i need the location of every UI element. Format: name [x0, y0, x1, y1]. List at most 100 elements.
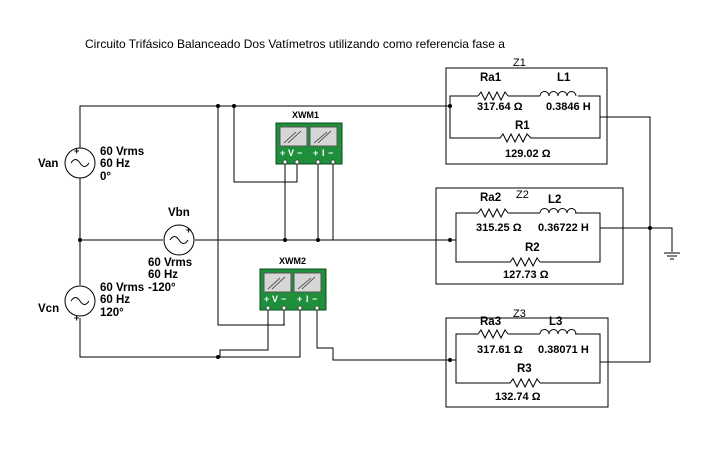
resistor-icon: [477, 207, 509, 219]
wire-star-point: [600, 116, 651, 363]
source-freq: 60 Hz: [100, 294, 130, 306]
load-zone-label: Z1: [513, 57, 526, 69]
gauge-needle-icon: [313, 130, 332, 144]
resistor-a-name: Ra3: [480, 316, 501, 328]
resistor-icon: [500, 377, 541, 389]
source-van: + Van 60 Vrms 60 Hz 0°: [38, 146, 144, 183]
wire-z3-right: [540, 333, 601, 384]
load-z1: Z1 Ra1 317.64 Ω L1 0.3846 H R1 129.02 Ω: [445, 57, 608, 165]
inductor-value: 0.36722 H: [538, 222, 589, 234]
voltmeter-screen: [279, 126, 308, 147]
gauge-needle-icon: [283, 130, 302, 144]
terminal-i-minus[interactable]: [314, 305, 320, 311]
load-box: [435, 187, 624, 285]
wire-phase-c-left: [79, 318, 218, 358]
inductor-value: 0.3846 H: [546, 101, 591, 113]
wattmeter-xwm1[interactable]: XWM1 + V − + I −: [275, 110, 343, 165]
wire-xwm2-i-plus: [218, 310, 301, 358]
terminal-v-plus[interactable]: [265, 305, 271, 311]
meter-name: XWM1: [292, 110, 319, 120]
source-plus: +: [186, 225, 191, 235]
v-plus-label: +: [280, 148, 285, 158]
resistor-a-value: 317.61 Ω: [477, 344, 523, 356]
source-vcn: + Vcn 60 Vrms 60 Hz 120°: [38, 282, 144, 323]
source-freq: 60 Hz: [100, 158, 130, 170]
terminal-i-plus[interactable]: [315, 159, 321, 165]
i-minus-label: −: [328, 148, 333, 158]
resistor-name: R3: [517, 363, 532, 375]
resistor-icon: [500, 256, 541, 268]
resistor-name: R2: [525, 242, 540, 254]
inductor-name: L3: [549, 316, 562, 328]
wire-xwm1-v-plus: [233, 106, 298, 183]
source-name: Vbn: [168, 207, 190, 219]
source-vrms: 60 Vrms: [100, 146, 144, 158]
source-freq: 60 Hz: [148, 269, 178, 281]
i-label: I: [306, 294, 309, 304]
meter-name: XWM2: [279, 256, 306, 266]
terminal-v-minus[interactable]: [282, 159, 288, 165]
resistor-icon: [477, 328, 509, 340]
inductor-icon: [539, 208, 577, 214]
ground-icon: [664, 252, 680, 260]
junction-star: [648, 226, 652, 230]
load-box: [445, 67, 608, 165]
wire-z3-bottom-left: [455, 360, 500, 384]
sine-icon: [70, 297, 90, 305]
resistor-a-value: 317.64 Ω: [477, 101, 523, 113]
source-name: Van: [38, 158, 58, 170]
gauge-needle-icon: [267, 276, 286, 290]
ammeter-screen: [309, 126, 338, 147]
junction-z1: [448, 104, 452, 108]
resistor-a-name: Ra2: [480, 192, 501, 204]
inductor-icon: [539, 329, 577, 335]
junction-a2: [232, 104, 236, 108]
load-zone-label: Z2: [516, 189, 529, 201]
wire-phase-a-top: [79, 105, 450, 148]
wire-xwm2-i-minus: [316, 310, 450, 361]
load-box: [445, 317, 609, 408]
resistor-a-value: 315.25 Ω: [476, 222, 522, 234]
wire-z3-top-left: [450, 333, 478, 361]
terminal-v-plus[interactable]: [294, 159, 300, 165]
wire-z1-left: [449, 106, 475, 139]
junction-neutral: [78, 238, 82, 242]
i-plus-label: +: [313, 148, 318, 158]
inductor-name: L1: [557, 72, 571, 84]
source-phase: 0°: [100, 171, 111, 183]
resistor-value: 129.02 Ω: [505, 148, 551, 160]
junction-z2: [448, 238, 452, 242]
resistor-value: 132.74 Ω: [495, 391, 541, 403]
wire-z1-top-left: [449, 95, 478, 106]
junction-a1: [216, 104, 220, 108]
i-plus-label: +: [297, 294, 302, 304]
wire-z2-bottom-right: [540, 213, 601, 263]
voltmeter-screen: [263, 272, 292, 293]
load-z3: Z3 Ra3 317.61 Ω L3 0.38071 H R3 132.74 Ω: [445, 308, 609, 408]
wire-xwm2-v-plus-feed: [217, 106, 285, 326]
v-minus-label: −: [297, 148, 302, 158]
terminal-v-minus[interactable]: [281, 305, 287, 311]
i-minus-label: −: [312, 294, 317, 304]
source-plus: +: [74, 313, 79, 323]
resistor-name: R1: [515, 120, 530, 132]
source-plus: +: [74, 146, 79, 156]
wattmeter-xwm2[interactable]: XWM2 + V − + I −: [259, 256, 327, 311]
source-name: Vcn: [38, 303, 59, 315]
i-label: I: [322, 148, 325, 158]
source-vrms: 60 Vrms: [148, 257, 192, 269]
source-vbn: + Vbn 60 Vrms 60 Hz -120°: [148, 207, 195, 294]
terminal-i-minus[interactable]: [330, 159, 336, 165]
load-z2: Z2 Ra2 315.25 Ω L2 0.36722 H R2 127.73 Ω: [435, 187, 624, 285]
sine-icon: [169, 236, 189, 244]
ammeter-screen: [293, 272, 322, 293]
resistor-icon: [475, 132, 534, 144]
junctions: [78, 104, 652, 362]
terminal-i-plus[interactable]: [297, 305, 303, 311]
junction-z3: [448, 358, 452, 362]
source-phase: -120°: [148, 282, 176, 294]
wire-xwm2-v-plus: [219, 310, 269, 357]
v-minus-label: −: [281, 294, 286, 304]
v-plus-label: +: [264, 294, 269, 304]
v-label: V: [272, 294, 278, 304]
